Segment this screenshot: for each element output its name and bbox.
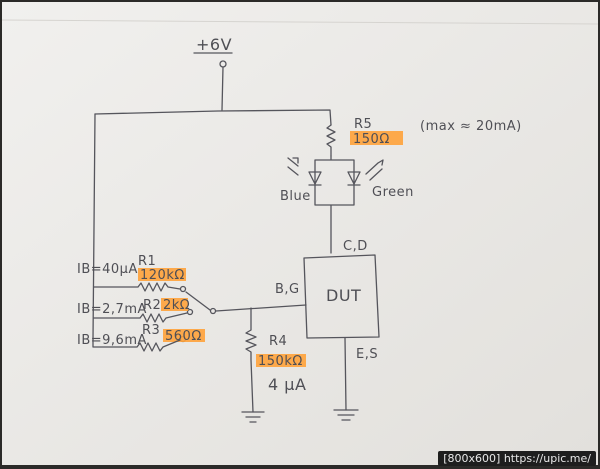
r3-value: 560Ω [165,329,202,344]
bg-label: B,G [275,282,300,297]
es-ground-icon [333,409,359,421]
supply-label: +6V [196,35,232,54]
es-label: E,S [356,347,378,362]
r4-current: 4 μA [268,375,306,394]
r1-resistor [93,282,181,292]
supply-lead [221,66,224,111]
switch-common-contact [209,307,217,315]
r3-resistor [92,339,181,352]
r1-highlight [138,268,186,281]
r4-ground-icon [241,411,265,423]
green-led-symbol [347,171,361,186]
r4-resistor [245,307,257,413]
left-rail [92,113,96,341]
r2-current: IB=2,7mA [77,302,147,317]
r4-value: 150kΩ [258,354,303,369]
top-rail [94,109,332,126]
r3-highlight [163,329,205,342]
green-label: Green [372,185,414,200]
r2-highlight [161,298,188,311]
r1-current: IB=40μA [77,262,138,277]
r1-value: 120kΩ [140,268,185,283]
blue-led-symbol [308,171,322,186]
watermark: [800x600] https://upic.me/ [438,451,596,466]
r3-current: IB=9,6mA [77,333,147,348]
r5-resistor [326,124,336,157]
dut-box [303,254,380,339]
cd-label: C,D [343,239,368,254]
r2-value: 2kΩ [163,298,190,313]
base-wire [215,304,307,312]
r3-name: R3 [142,323,160,338]
r1-name: R1 [138,254,156,269]
blue-led-rays [287,157,299,176]
switch-arm [185,291,211,311]
r4-name: R4 [269,334,287,349]
r5-note: (max ≈ 20mA) [420,119,522,134]
paper-fold [1,19,599,25]
switch-contact-r2 [186,308,194,316]
dut-label: DUT [326,286,361,305]
r5-value: 150Ω [353,132,390,147]
blue-label: Blue [280,189,311,204]
led-frame [314,155,355,254]
r2-resistor [93,312,188,323]
r5-highlight [350,131,403,145]
r5-name: R5 [354,117,372,132]
emitter-wire [344,337,347,411]
r2-name: R2 [143,298,161,313]
r4-highlight [256,354,306,367]
green-led-rays [365,159,384,181]
